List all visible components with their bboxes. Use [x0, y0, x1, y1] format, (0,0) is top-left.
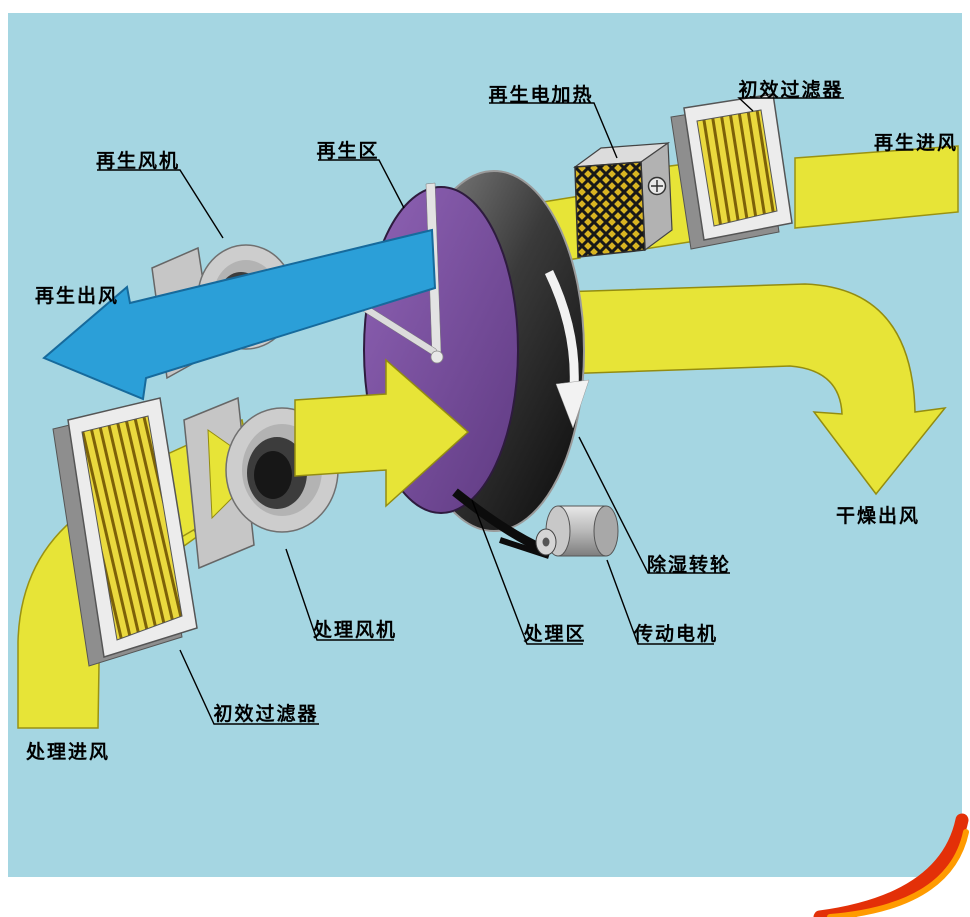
leader-wheel — [578, 436, 730, 574]
regen-exhaust-arrow — [42, 228, 437, 401]
leader-regen-fan — [97, 169, 224, 239]
leader-filter-bottom — [179, 649, 319, 725]
primary-filter-top — [670, 93, 793, 250]
regen-inlet-duct — [794, 145, 959, 229]
drive-motor — [535, 505, 619, 557]
dry-outlet-duct — [559, 283, 947, 496]
process-air-arrow — [294, 358, 470, 508]
rotation-direction-arrow-icon — [544, 270, 590, 429]
leader-lines — [97, 97, 844, 725]
leader-process-zone — [471, 499, 583, 645]
primary-filter-bottom — [52, 397, 198, 667]
leader-regen-heater — [489, 102, 618, 159]
plus-terminal-icon — [647, 176, 667, 196]
wheel-hub — [430, 350, 444, 364]
corner-swoosh — [813, 813, 970, 917]
leader-filter-top — [737, 97, 844, 112]
leader-motor — [606, 559, 714, 645]
leader-regen-zone — [318, 159, 405, 209]
regen-heater — [572, 141, 673, 258]
leader-process-fan — [285, 548, 394, 641]
